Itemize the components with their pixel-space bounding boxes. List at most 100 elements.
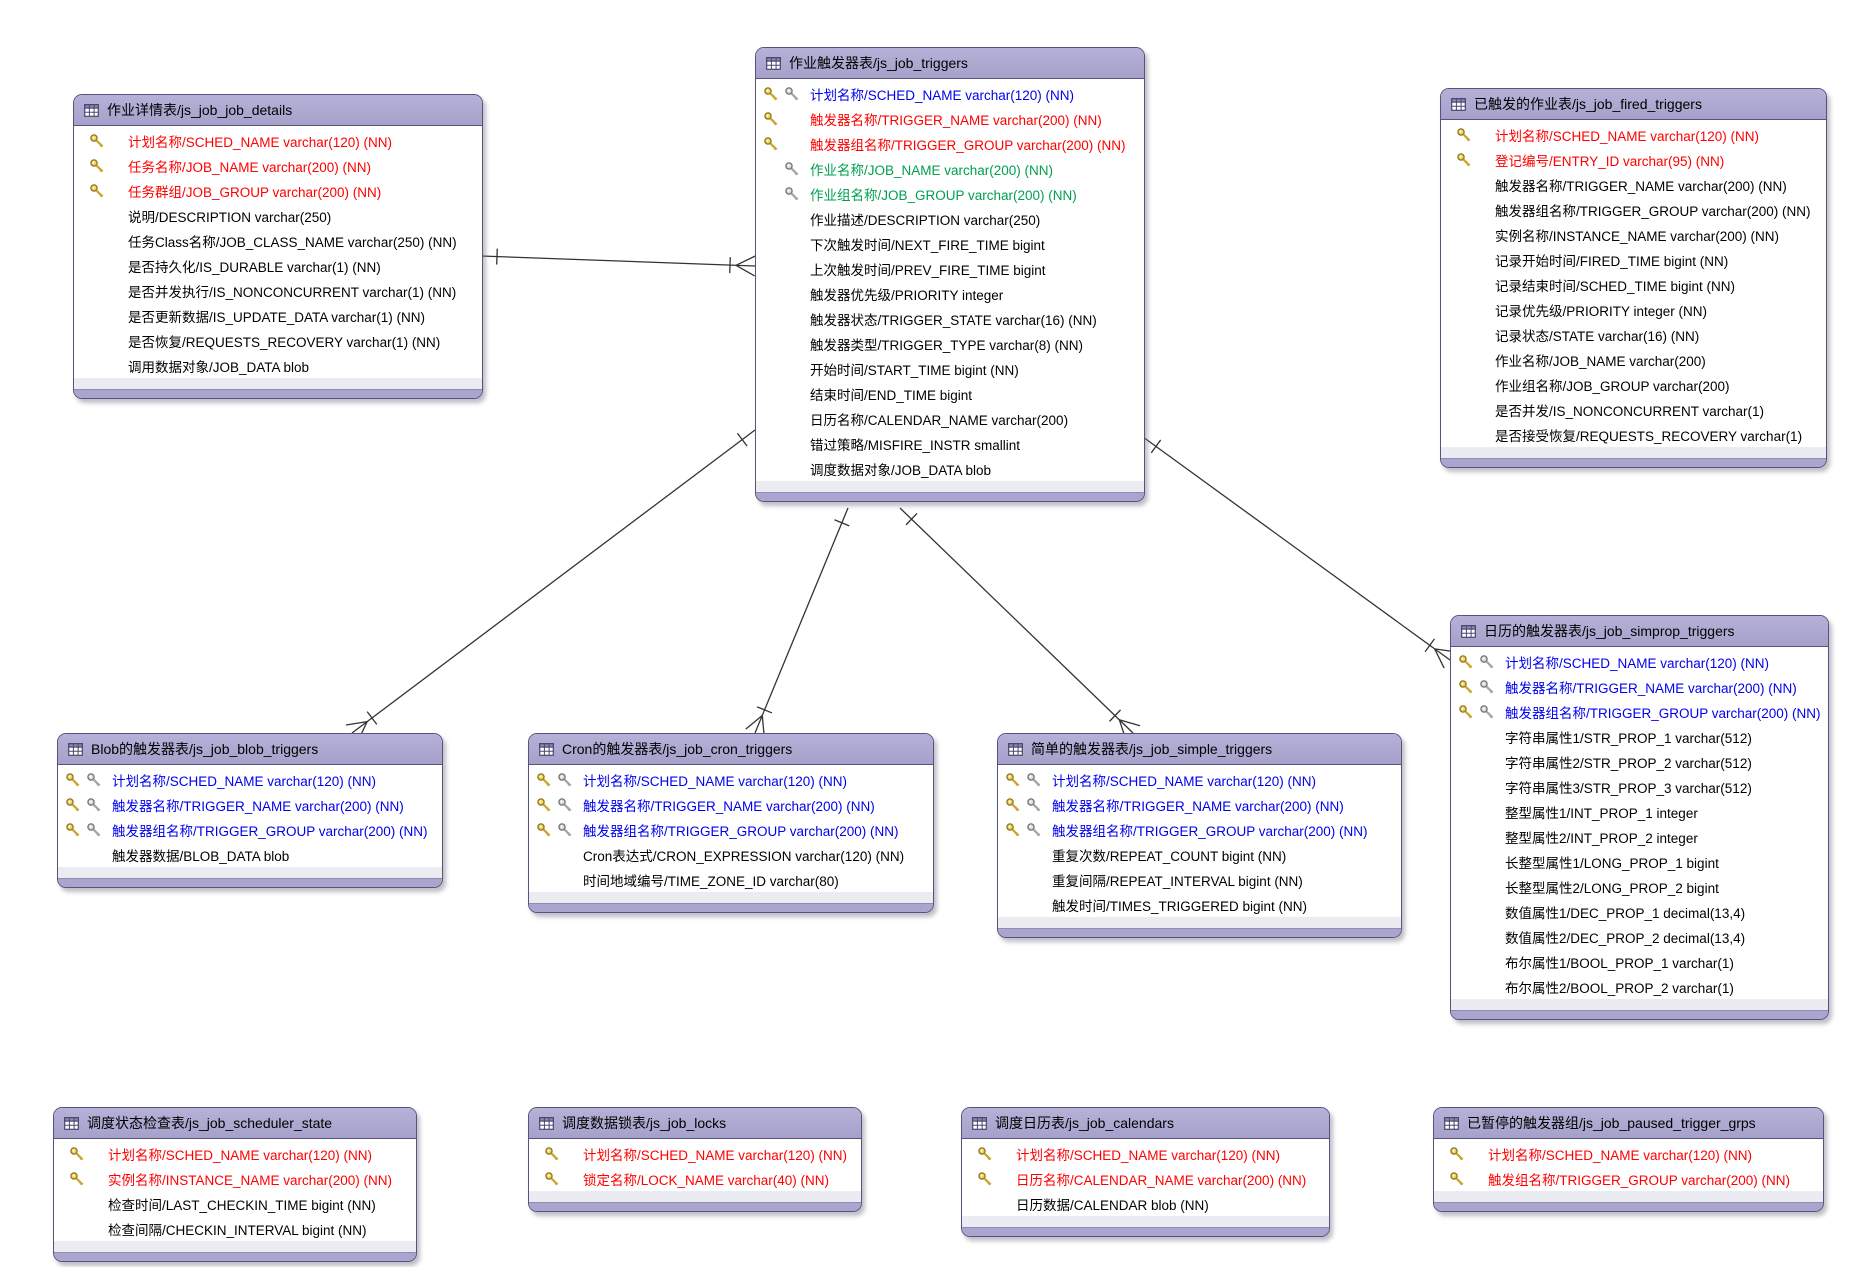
field-row[interactable]: 检查时间/LAST_CHECKIN_TIME bigint (NN) [54, 1191, 416, 1216]
field-row[interactable]: 触发器组名称/TRIGGER_GROUP varchar(200) (NN) [1441, 197, 1826, 222]
field-row[interactable]: 触发器名称/TRIGGER_NAME varchar(200) (NN) [1451, 674, 1828, 699]
field-row[interactable]: 计划名称/SCHED_NAME varchar(120) (NN) [529, 767, 933, 792]
relationship-details-to-triggers[interactable] [480, 248, 756, 277]
relationship-triggers-to-blob[interactable] [345, 429, 756, 742]
table-header[interactable]: Cron的触发器表/js_job_cron_triggers [529, 734, 933, 765]
field-row[interactable]: 是否接受恢复/REQUESTS_RECOVERY varchar(1) [1441, 422, 1826, 447]
field-row[interactable]: 整型属性1/INT_PROP_1 integer [1451, 799, 1828, 824]
field-row[interactable]: 说明/DESCRIPTION varchar(250) [74, 203, 482, 228]
field-row[interactable]: 是否恢复/REQUESTS_RECOVERY varchar(1) (NN) [74, 328, 482, 353]
field-row[interactable]: 记录状态/STATE varchar(16) (NN) [1441, 322, 1826, 347]
field-row[interactable]: 字符串属性2/STR_PROP_2 varchar(512) [1451, 749, 1828, 774]
field-row[interactable]: 计划名称/SCHED_NAME varchar(120) (NN) [529, 1141, 861, 1166]
field-row[interactable]: 任务名称/JOB_NAME varchar(200) (NN) [74, 153, 482, 178]
field-row[interactable]: 记录开始时间/FIRED_TIME bigint (NN) [1441, 247, 1826, 272]
field-row[interactable]: 日历数据/CALENDAR blob (NN) [962, 1191, 1329, 1216]
field-row[interactable]: 锁定名称/LOCK_NAME varchar(40) (NN) [529, 1166, 861, 1191]
field-row[interactable]: 登记编号/ENTRY_ID varchar(95) (NN) [1441, 147, 1826, 172]
field-row[interactable]: 计划名称/SCHED_NAME varchar(120) (NN) [74, 128, 482, 153]
field-row[interactable]: 记录优先级/PRIORITY integer (NN) [1441, 297, 1826, 322]
field-row[interactable]: 触发器组名称/TRIGGER_GROUP varchar(200) (NN) [1451, 699, 1828, 724]
field-row[interactable]: 触发组名称/TRIGGER_GROUP varchar(200) (NN) [1434, 1166, 1823, 1191]
field-row[interactable]: 长整型属性2/LONG_PROP_2 bigint [1451, 874, 1828, 899]
field-row[interactable]: 字符串属性1/STR_PROP_1 varchar(512) [1451, 724, 1828, 749]
field-row[interactable]: 是否持久化/IS_DURABLE varchar(1) (NN) [74, 253, 482, 278]
field-row[interactable]: 触发时间/TIMES_TRIGGERED bigint (NN) [998, 892, 1401, 917]
field-row[interactable]: 整型属性2/INT_PROP_2 integer [1451, 824, 1828, 849]
field-row[interactable]: 触发器组名称/TRIGGER_GROUP varchar(200) (NN) [529, 817, 933, 842]
field-row[interactable]: 调度数据对象/JOB_DATA blob [756, 456, 1144, 481]
field-row[interactable]: 计划名称/SCHED_NAME varchar(120) (NN) [998, 767, 1401, 792]
field-row[interactable]: 作业组名称/JOB_GROUP varchar(200) [1441, 372, 1826, 397]
field-row[interactable]: 触发器组名称/TRIGGER_GROUP varchar(200) (NN) [998, 817, 1401, 842]
field-row[interactable]: 作业名称/JOB_NAME varchar(200) (NN) [756, 156, 1144, 181]
field-row[interactable]: 触发器名称/TRIGGER_NAME varchar(200) (NN) [58, 792, 442, 817]
field-row[interactable]: 触发器组名称/TRIGGER_GROUP varchar(200) (NN) [756, 131, 1144, 156]
field-row[interactable]: 触发器名称/TRIGGER_NAME varchar(200) (NN) [756, 106, 1144, 131]
field-row[interactable]: 是否并发执行/IS_NONCONCURRENT varchar(1) (NN) [74, 278, 482, 303]
table-header[interactable]: 调度数据锁表/js_job_locks [529, 1108, 861, 1139]
field-row[interactable]: 开始时间/START_TIME bigint (NN) [756, 356, 1144, 381]
field-row[interactable]: Cron表达式/CRON_EXPRESSION varchar(120) (NN… [529, 842, 933, 867]
field-row[interactable]: 重复次数/REPEAT_COUNT bigint (NN) [998, 842, 1401, 867]
table-header[interactable]: 调度状态检查表/js_job_scheduler_state [54, 1108, 416, 1139]
table-header[interactable]: 调度日历表/js_job_calendars [962, 1108, 1329, 1139]
field-row[interactable]: 数值属性1/DEC_PROP_1 decimal(13,4) [1451, 899, 1828, 924]
field-row[interactable]: 结束时间/END_TIME bigint [756, 381, 1144, 406]
field-row[interactable]: 触发器名称/TRIGGER_NAME varchar(200) (NN) [529, 792, 933, 817]
field-row[interactable]: 下次触发时间/NEXT_FIRE_TIME bigint [756, 231, 1144, 256]
field-row[interactable]: 长整型属性1/LONG_PROP_1 bigint [1451, 849, 1828, 874]
field-row[interactable]: 计划名称/SCHED_NAME varchar(120) (NN) [962, 1141, 1329, 1166]
field-row[interactable]: 重复间隔/REPEAT_INTERVAL bigint (NN) [998, 867, 1401, 892]
field-row[interactable]: 触发器数据/BLOB_DATA blob [58, 842, 442, 867]
field-row[interactable]: 任务群组/JOB_GROUP varchar(200) (NN) [74, 178, 482, 203]
table-header[interactable]: 作业触发器表/js_job_triggers [756, 48, 1144, 79]
field-row[interactable]: 日历名称/CALENDAR_NAME varchar(200) [756, 406, 1144, 431]
relationship-triggers-to-simprop[interactable] [1142, 436, 1456, 669]
table-header[interactable]: 作业详情表/js_job_job_details [74, 95, 482, 126]
relationship-triggers-to-simple[interactable] [899, 507, 1141, 741]
field-row[interactable]: 触发器组名称/TRIGGER_GROUP varchar(200) (NN) [58, 817, 442, 842]
field-row[interactable]: 字符串属性3/STR_PROP_3 varchar(512) [1451, 774, 1828, 799]
field-row[interactable]: 触发器状态/TRIGGER_STATE varchar(16) (NN) [756, 306, 1144, 331]
field-row[interactable]: 计划名称/SCHED_NAME varchar(120) (NN) [54, 1141, 416, 1166]
field-row[interactable]: 作业名称/JOB_NAME varchar(200) [1441, 347, 1826, 372]
field-row[interactable]: 计划名称/SCHED_NAME varchar(120) (NN) [58, 767, 442, 792]
table-header[interactable]: 已触发的作业表/js_job_fired_triggers [1441, 89, 1826, 120]
field-row[interactable]: 布尔属性2/BOOL_PROP_2 varchar(1) [1451, 974, 1828, 999]
field-row[interactable]: 实例名称/INSTANCE_NAME varchar(200) (NN) [1441, 222, 1826, 247]
field-row[interactable]: 任务Class名称/JOB_CLASS_NAME varchar(250) (N… [74, 228, 482, 253]
table-header[interactable]: 日历的触发器表/js_job_simprop_triggers [1451, 616, 1828, 647]
field-row[interactable]: 是否并发/IS_NONCONCURRENT varchar(1) [1441, 397, 1826, 422]
field-row[interactable]: 作业组名称/JOB_GROUP varchar(200) (NN) [756, 181, 1144, 206]
table-header[interactable]: 简单的触发器表/js_job_simple_triggers [998, 734, 1401, 765]
field-row[interactable]: 上次触发时间/PREV_FIRE_TIME bigint [756, 256, 1144, 281]
field-row[interactable]: 触发器类型/TRIGGER_TYPE varchar(8) (NN) [756, 331, 1144, 356]
field-row[interactable]: 时间地域编号/TIME_ZONE_ID varchar(80) [529, 867, 933, 892]
table-header[interactable]: Blob的触发器表/js_job_blob_triggers [58, 734, 442, 765]
field-row[interactable]: 计划名称/SCHED_NAME varchar(120) (NN) [1451, 649, 1828, 674]
field-row[interactable]: 检查间隔/CHECKIN_INTERVAL bigint (NN) [54, 1216, 416, 1241]
field-row[interactable]: 计划名称/SCHED_NAME varchar(120) (NN) [1434, 1141, 1823, 1166]
field-row[interactable]: 数值属性2/DEC_PROP_2 decimal(13,4) [1451, 924, 1828, 949]
field-row[interactable]: 是否更新数据/IS_UPDATE_DATA varchar(1) (NN) [74, 303, 482, 328]
field-row[interactable]: 布尔属性1/BOOL_PROP_1 varchar(1) [1451, 949, 1828, 974]
field-row[interactable]: 作业描述/DESCRIPTION varchar(250) [756, 206, 1144, 231]
field-row[interactable]: 调用数据对象/JOB_DATA blob [74, 353, 482, 378]
field-row[interactable]: 触发器优先级/PRIORITY integer [756, 281, 1144, 306]
field-row[interactable]: 计划名称/SCHED_NAME varchar(120) (NN) [756, 81, 1144, 106]
field-row[interactable]: 计划名称/SCHED_NAME varchar(120) (NN) [1441, 122, 1826, 147]
table-header[interactable]: 已暂停的触发器组/js_job_paused_trigger_grps [1434, 1108, 1823, 1139]
